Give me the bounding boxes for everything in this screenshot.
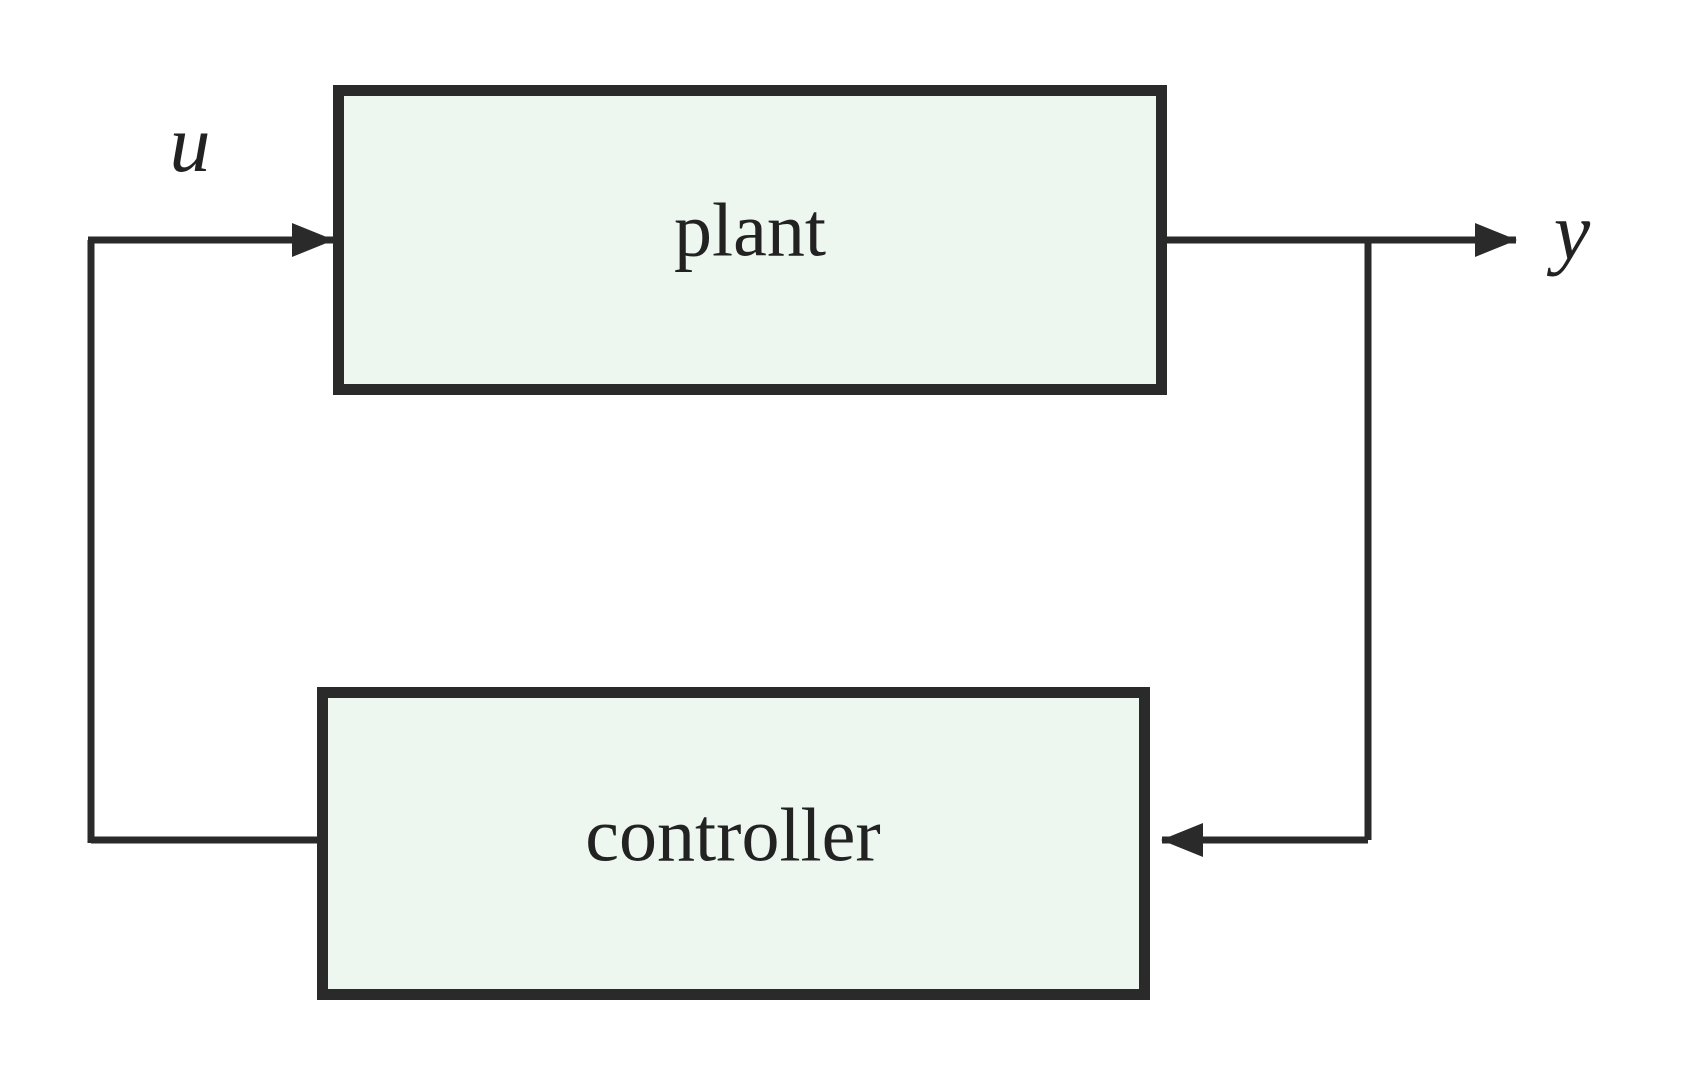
plant-box[interactable] — [333, 85, 1167, 395]
block-controller[interactable]: controller — [317, 687, 1150, 1000]
controller-label: controller — [585, 793, 880, 877]
signal-lines — [87, 223, 1517, 857]
signal-label-u: u — [170, 98, 211, 189]
controller-box[interactable] — [317, 687, 1150, 1000]
plant-label: plant — [674, 188, 826, 272]
signal-label-y: y — [1547, 186, 1591, 277]
block-plant[interactable]: plant — [333, 85, 1167, 395]
